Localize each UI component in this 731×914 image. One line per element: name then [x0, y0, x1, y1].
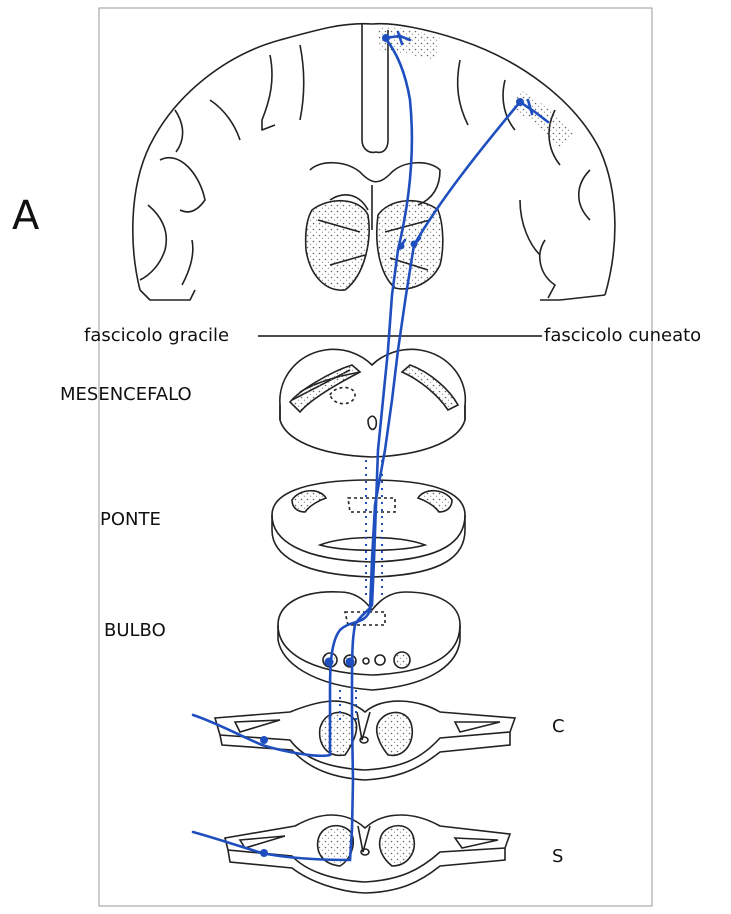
label-sacral: S	[552, 848, 563, 866]
panel-letter: A	[12, 196, 39, 236]
brain-coronal-section	[133, 24, 615, 300]
label-midbrain: MESENCEFALO	[60, 386, 192, 404]
label-cuneate-fasciculus: fascicolo cuneato	[544, 327, 701, 345]
label-gracile-fasciculus: fascicolo gracile	[84, 327, 229, 345]
cervical-cord-section	[215, 701, 515, 780]
midbrain-section	[280, 349, 465, 457]
label-pons: PONTE	[100, 511, 161, 529]
label-medulla: BULBO	[104, 622, 166, 640]
pons-section	[272, 480, 465, 577]
label-cervical: C	[552, 718, 565, 736]
